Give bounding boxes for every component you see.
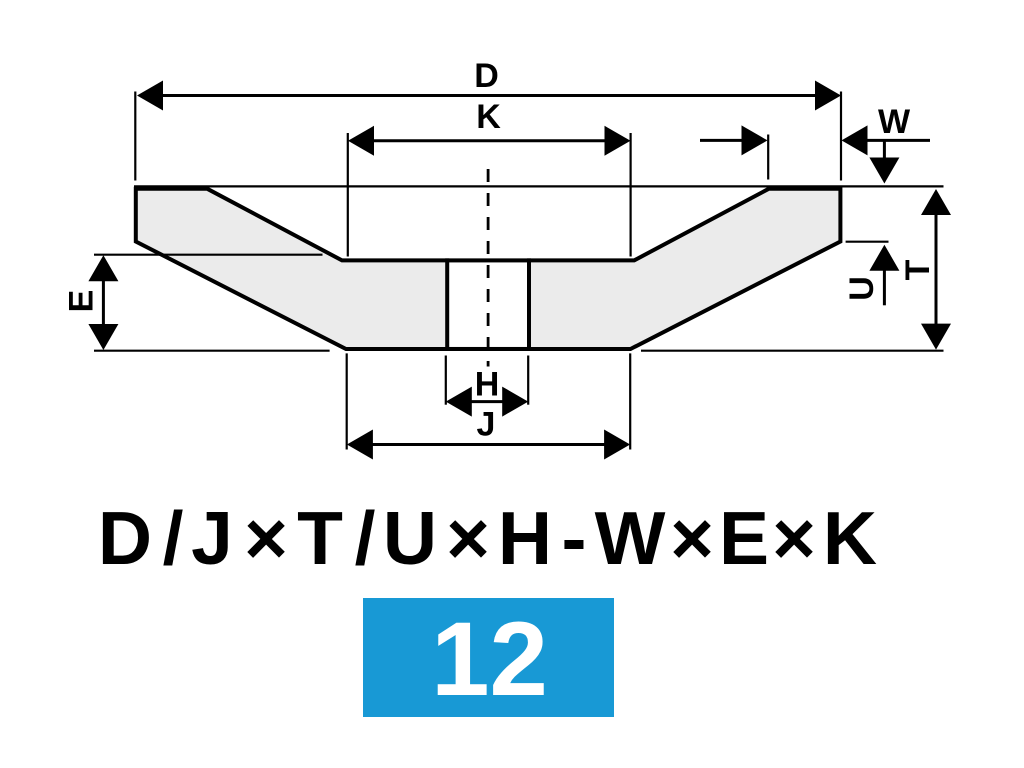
svg-text:12: 12 [431, 601, 548, 718]
svg-text:/: / [163, 496, 184, 580]
svg-text:-: - [562, 496, 587, 580]
svg-text:T: T [899, 259, 937, 280]
svg-text:×: × [670, 496, 714, 580]
svg-text:J: J [191, 496, 233, 580]
svg-text:×: × [772, 496, 816, 580]
svg-text:×: × [446, 496, 490, 580]
svg-text:W: W [595, 496, 666, 580]
svg-text:K: K [823, 496, 877, 580]
svg-text:D: D [474, 57, 499, 95]
svg-text:K: K [476, 98, 501, 136]
svg-text:U: U [843, 276, 881, 301]
svg-text:U: U [383, 496, 437, 580]
svg-text:D: D [98, 496, 152, 580]
svg-text:/: / [355, 496, 376, 580]
svg-text:T: T [297, 496, 343, 580]
svg-text:H: H [475, 365, 500, 403]
svg-text:×: × [244, 496, 288, 580]
svg-text:H: H [498, 496, 552, 580]
svg-text:W: W [878, 103, 911, 141]
svg-text:J: J [477, 405, 496, 443]
svg-text:E: E [719, 496, 769, 580]
svg-text:E: E [62, 290, 100, 313]
